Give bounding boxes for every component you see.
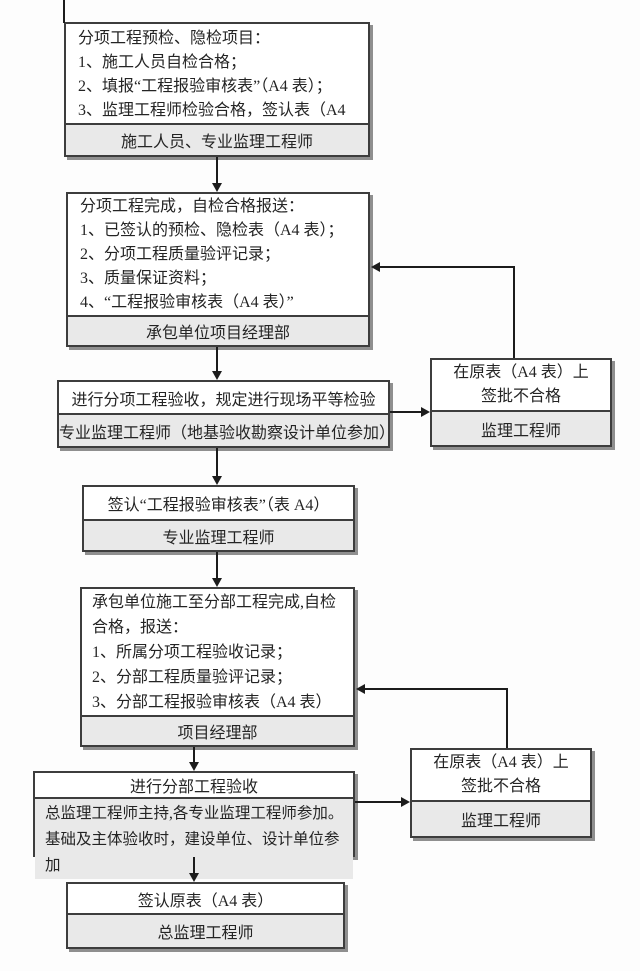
text-line: 2、分部工程质量验评记录； [92, 669, 293, 686]
connector-b5-b6 [193, 747, 195, 762]
arrow-down-icon [189, 762, 199, 771]
connector-reject2-b5 [365, 688, 508, 690]
text-line: 承包单位施工至分部工程完成,自检合格，报送： [92, 594, 337, 636]
arrow-right-icon [401, 797, 410, 807]
box-preinspection-role: 施工人员、专业监理工程师 [66, 123, 368, 155]
arrow-down-icon [212, 371, 222, 380]
box-subitem-completion-body: 分项工程完成，自检合格报送： 1、已签认的预检、隐检表（A4 表）； 2、分项工… [68, 194, 368, 315]
box-preinspection-body: 分项工程预检、隐检项目： 1、施工人员自检合格； 2、填报“工程报验审核表”（A… [66, 24, 368, 143]
box-subitem-acceptance-role: 专业监理工程师（地基验收勘察设计单位参加） [59, 413, 395, 446]
box-subdivision-acceptance: 进行分部工程验收 总监理工程师主持,各专业监理工程师参加。基础及主体验收时，建设… [33, 771, 355, 879]
text-line: 3、分部工程报验审核表（A4 表） [92, 694, 332, 711]
connector-b3-b4 [216, 448, 218, 476]
text-line: 2、分项工程质量验评记录； [80, 246, 281, 263]
text-line: 4、“工程报验审核表（A4 表）” [80, 294, 294, 311]
text-line: 1、所属分项工程验收记录； [92, 644, 293, 661]
box-reject-subitem-role: 监理工程师 [432, 410, 610, 445]
box-sign-review-form-role: 专业监理工程师 [84, 519, 353, 550]
arrow-down-icon [212, 578, 222, 587]
box-reject-subdivision-role: 监理工程师 [412, 800, 590, 836]
box-reject-subdivision-title: 在原表（A4 表）上 签批不合格 [412, 750, 590, 800]
connector-b6-b7 [193, 857, 195, 873]
arrow-down-icon [189, 873, 199, 882]
arrow-left-icon [371, 262, 380, 272]
connector-b6-reject2 [355, 801, 401, 803]
connector-b3-reject1 [390, 411, 421, 413]
box-subdivision-acceptance-title: 进行分部工程验收 [129, 779, 258, 796]
box-subitem-completion-role: 承包单位项目经理部 [68, 315, 368, 345]
text-line: 2、填报“工程报验审核表”（A4 表）； [78, 78, 332, 95]
text-line: 签批不合格 [480, 388, 561, 405]
arrow-right-icon [421, 407, 430, 417]
box-reject-subdivision: 在原表（A4 表）上 签批不合格 监理工程师 [410, 748, 592, 838]
connector-reject2-up [506, 689, 508, 748]
text-line: 1、施工人员自检合格； [78, 54, 247, 71]
connector-reject1-b2 [380, 266, 515, 268]
text-line: 分项工程完成，自检合格报送： [80, 198, 305, 215]
arrow-left-icon [356, 684, 365, 694]
box-reject-subitem-title: 在原表（A4 表）上 签批不合格 [432, 360, 610, 410]
box-subitem-acceptance-title: 进行分项工程验收，规定进行现场平等检验 [71, 391, 376, 409]
text-line: 在原表（A4 表）上 [433, 754, 569, 771]
box-subitem-completion-report: 分项工程完成，自检合格报送： 1、已签认的预检、隐检表（A4 表）； 2、分项工… [66, 192, 370, 347]
box-subdivision-completion-body: 承包单位施工至分部工程完成,自检合格，报送： 1、所属分项工程验收记录； 2、分… [82, 589, 353, 715]
connector-top-stub [63, 0, 65, 23]
box-sign-original-form: 签认原表（A4 表） 总监理工程师 [66, 882, 345, 949]
box-sign-review-form-title: 签认“工程报验审核表”（表 A4） [107, 497, 330, 514]
text-line: 在原表（A4 表）上 [453, 364, 589, 381]
connector-b1-b2 [216, 157, 218, 183]
box-subdivision-completion-report: 承包单位施工至分部工程完成,自检合格，报送： 1、所属分项工程验收记录； 2、分… [80, 587, 355, 747]
box-reject-subitem: 在原表（A4 表）上 签批不合格 监理工程师 [430, 358, 612, 447]
text-line: 分项工程预检、隐检项目： [78, 30, 271, 47]
box-sign-review-form: 签认“工程报验审核表”（表 A4） 专业监理工程师 [82, 485, 355, 552]
text-line: 3、质量保证资料； [80, 270, 217, 287]
box-subitem-acceptance: 进行分项工程验收，规定进行现场平等检验 专业监理工程师（地基验收勘察设计单位参加… [57, 380, 395, 448]
box-subdivision-completion-role: 项目经理部 [82, 715, 353, 745]
connector-b4-b5 [216, 552, 218, 578]
text-line: 签批不合格 [460, 778, 541, 795]
connector-reject1-up [513, 267, 515, 358]
box-sign-original-form-title: 签认原表（A4 表） [137, 892, 274, 910]
box-sign-original-form-role: 总监理工程师 [68, 913, 343, 947]
arrow-down-icon [212, 476, 222, 485]
connector-b2-b3 [216, 347, 218, 371]
arrow-down-icon [212, 183, 222, 192]
text-line: 1、已签认的预检、隐检表（A4 表）； [80, 222, 344, 239]
box-preinspection-items: 分项工程预检、隐检项目： 1、施工人员自检合格； 2、填报“工程报验审核表”（A… [64, 22, 370, 157]
